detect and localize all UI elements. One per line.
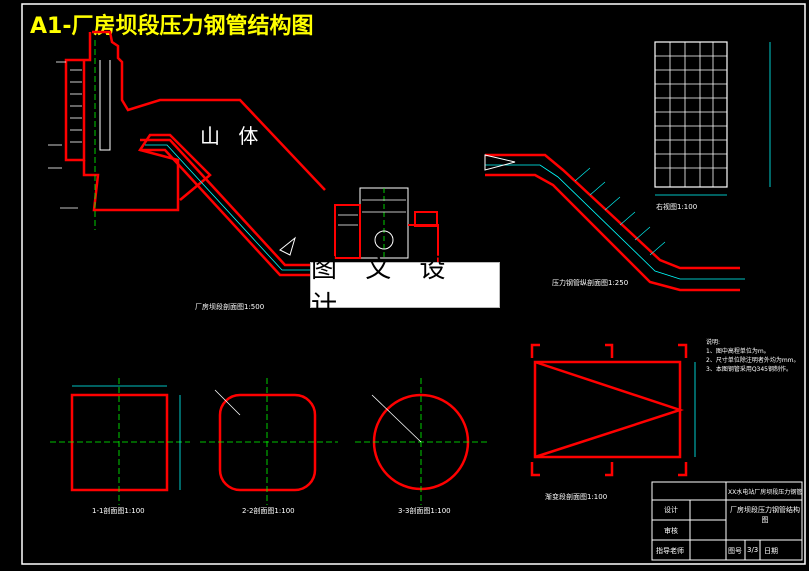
caption-section-3-3: 3-3剖面图1:100 bbox=[398, 507, 451, 515]
profile-bottom-line bbox=[485, 173, 740, 292]
profile-ribs bbox=[574, 167, 666, 256]
notes: 说明: 1、图中高程单位为m。 2、尺寸单位除注明者外均为mm。 3、本图钢管采… bbox=[706, 338, 800, 374]
penstock-axis bbox=[145, 144, 320, 271]
tb-date: 日期 bbox=[764, 547, 778, 555]
turbine bbox=[374, 230, 394, 250]
elevation-markers bbox=[48, 61, 78, 209]
penstock-upper bbox=[140, 138, 320, 267]
section-1-1-outline bbox=[70, 393, 169, 492]
section-1-1 bbox=[50, 378, 190, 505]
pipe-profile bbox=[484, 153, 745, 292]
drawing-frame bbox=[21, 3, 806, 565]
transition-taper bbox=[534, 360, 685, 459]
section-2-2-outline bbox=[218, 393, 317, 492]
tb-sheet-no: 3/3 bbox=[747, 546, 759, 554]
dam-body bbox=[82, 133, 212, 212]
drawing-title: A1-厂房坝段压力钢管结构图 bbox=[30, 14, 314, 39]
caption-section-1-1: 1-1剖面图1:100 bbox=[92, 507, 145, 515]
powerhouse-left-wall bbox=[334, 204, 361, 259]
dam-outline bbox=[92, 30, 326, 191]
profile-inlet bbox=[484, 154, 516, 171]
section-3-3-leader bbox=[371, 394, 422, 443]
notes-line: 3、本图钢管采用Q345钢制作。 bbox=[706, 366, 792, 373]
title-block bbox=[651, 481, 803, 561]
tb-project: XX水电站厂房坝段压力钢管 bbox=[728, 489, 803, 496]
caption-transition: 渐变段剖面图1:100 bbox=[545, 493, 608, 501]
transition-outline bbox=[533, 360, 682, 459]
plan-grid bbox=[654, 41, 771, 196]
plan-outline bbox=[654, 41, 728, 188]
flow-arrow bbox=[279, 236, 296, 256]
tb-check: 审核 bbox=[664, 527, 678, 535]
ladder bbox=[70, 69, 82, 143]
profile-top-line bbox=[485, 153, 740, 270]
powerhouse-section bbox=[48, 30, 439, 277]
profile-axis bbox=[485, 164, 745, 280]
caption-pipe-layout: 压力钢管纵剖面图1:250 bbox=[552, 279, 629, 287]
watermark: 图 文 设 计 bbox=[310, 254, 500, 321]
mountain-label: 山 体 bbox=[200, 124, 265, 148]
tailrace-gate bbox=[414, 211, 438, 227]
notes-line: 2、尺寸单位除注明者外均为mm。 bbox=[706, 357, 800, 364]
tb-sheet: 图号 bbox=[728, 547, 742, 555]
tb-student: 指导老师 bbox=[656, 547, 684, 555]
transition-brackets bbox=[530, 343, 688, 477]
penstock-lower bbox=[140, 148, 320, 277]
section-2-2-leader bbox=[214, 389, 241, 416]
caption-section-2-2: 2-2剖面图1:100 bbox=[242, 507, 295, 515]
caption-powerhouse-section: 厂房坝段剖面图1:500 bbox=[195, 303, 265, 311]
intake-tower bbox=[64, 32, 92, 162]
section-2-2 bbox=[200, 378, 338, 505]
notes-line: 1、图中高程单位为m。 bbox=[706, 348, 770, 355]
notes-line: 说明: bbox=[706, 339, 721, 346]
gate-slot bbox=[99, 60, 111, 151]
transition-section bbox=[530, 343, 696, 477]
crane-rails bbox=[338, 199, 406, 226]
caption-plan: 右视图1:100 bbox=[656, 203, 698, 211]
tb-design: 设计 bbox=[664, 506, 678, 514]
section-3-3 bbox=[355, 378, 488, 505]
tb-drawing-name: 厂房坝段压力钢管结构图 bbox=[730, 506, 800, 524]
